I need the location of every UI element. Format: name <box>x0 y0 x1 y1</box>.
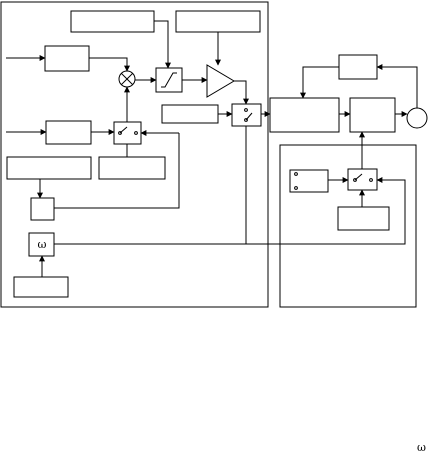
lower-left-block <box>6 156 92 180</box>
output-circle <box>406 107 428 129</box>
feedback-block <box>45 120 92 145</box>
lower-mid-block <box>98 156 166 180</box>
inner-switch-contacts <box>353 173 373 182</box>
top-block-left <box>70 10 155 33</box>
signal-lines <box>6 20 418 277</box>
amplifier-triangle <box>206 64 235 98</box>
saturation-icon <box>161 72 177 88</box>
right-subsystem-frame <box>279 144 417 308</box>
input-block <box>44 45 90 72</box>
small-block <box>30 197 55 221</box>
top-block-right <box>175 10 261 33</box>
left-switch-contacts <box>118 126 138 135</box>
inner-bottom-block <box>337 206 390 231</box>
left-subsystem-frame <box>0 1 269 308</box>
bottom-source-block <box>13 276 69 298</box>
mode-switch-right <box>231 103 262 127</box>
inner-source-terminals <box>294 172 298 190</box>
inner-source-block <box>289 169 329 193</box>
corner-omega-symbol: ω <box>417 441 426 454</box>
right-switch-contacts <box>244 108 253 122</box>
omega-symbol: ω <box>38 238 47 251</box>
actuator-block <box>269 97 340 133</box>
plant-block <box>349 97 396 133</box>
multiplier-cross-2 <box>120 72 134 86</box>
right-top-block <box>338 54 378 80</box>
reference-block <box>161 104 219 124</box>
